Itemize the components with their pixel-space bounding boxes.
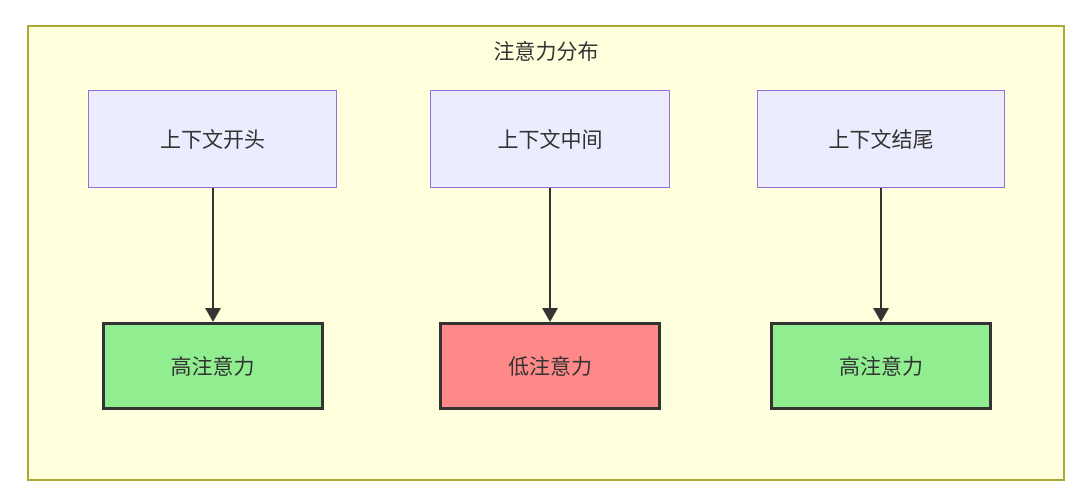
diagram-title: 注意力分布 (493, 41, 599, 64)
node-high-attention-2: 高注意力 (770, 322, 992, 410)
node-low-attention-label: 低注意力 (508, 356, 592, 379)
column-context-middle: 上下文中间 低注意力 (430, 90, 670, 410)
node-low-attention: 低注意力 (439, 322, 661, 410)
arrow-head (204, 308, 221, 322)
node-high-attention-1-label: 高注意力 (170, 356, 255, 379)
node-context-middle-label: 上下文中间 (497, 129, 603, 152)
node-high-attention-2-label: 高注意力 (839, 356, 923, 379)
arrow-head (873, 308, 889, 322)
node-context-start-label: 上下文开头 (160, 129, 265, 152)
arrow-shaft (880, 188, 882, 308)
column-context-start: 上下文开头 高注意力 (88, 90, 337, 410)
column-context-end: 上下文结尾 高注意力 (757, 90, 1005, 410)
node-context-end: 上下文结尾 (757, 90, 1005, 188)
arrow-down-icon (873, 188, 889, 322)
node-context-middle: 上下文中间 (430, 90, 670, 188)
attention-subgraph-frame: 注意力分布 上下文开头 高注意力 上下文中间 低注意力 (27, 25, 1065, 481)
arrow-head (542, 308, 558, 322)
arrow-down-icon (204, 188, 221, 322)
node-context-end-label: 上下文结尾 (828, 129, 934, 152)
node-high-attention-1: 高注意力 (101, 322, 324, 410)
arrow-down-icon (542, 188, 558, 322)
arrow-shaft (211, 188, 214, 308)
node-context-start: 上下文开头 (88, 90, 337, 188)
arrow-shaft (549, 188, 551, 308)
